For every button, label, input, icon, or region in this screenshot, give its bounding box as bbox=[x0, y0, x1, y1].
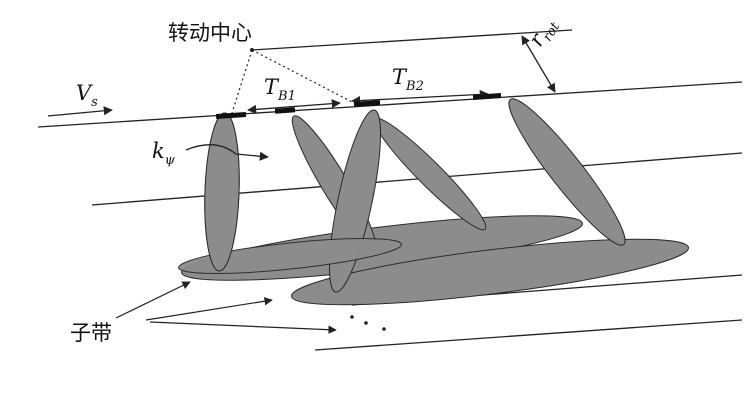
dot-1 bbox=[350, 315, 354, 319]
pointer-1 bbox=[115, 281, 191, 319]
vs-label: Vs bbox=[76, 81, 98, 110]
subband-ellipse-left bbox=[178, 238, 402, 274]
vs-arrow bbox=[47, 106, 113, 117]
track-line-bottom bbox=[314, 319, 743, 351]
pointer-2 bbox=[145, 297, 273, 321]
tb2-label: TB2 bbox=[392, 65, 424, 94]
subband-label: 子带 bbox=[70, 321, 112, 345]
pointer-3 bbox=[149, 321, 337, 334]
tag-1 bbox=[215, 111, 247, 120]
rotation-center-label: 转动中心 bbox=[168, 21, 252, 45]
r-rot-arrow bbox=[521, 35, 556, 93]
rotation-lines bbox=[231, 48, 355, 114]
subband-ellipse-front bbox=[290, 238, 690, 306]
dot-3 bbox=[382, 327, 386, 331]
tb1-label: TB1 bbox=[264, 75, 296, 104]
lobe-4 bbox=[508, 98, 626, 246]
tags bbox=[215, 93, 502, 120]
dot-2 bbox=[364, 321, 368, 325]
tag-2 bbox=[274, 107, 296, 114]
rotation-center-point bbox=[250, 48, 254, 52]
rotation-line-right bbox=[251, 49, 355, 104]
track-line-middle bbox=[91, 152, 743, 206]
track-line-top bbox=[251, 29, 573, 51]
tb2-arrow bbox=[351, 89, 489, 106]
tag-4 bbox=[472, 93, 502, 100]
track-line-upper bbox=[37, 81, 743, 128]
tag-3 bbox=[353, 100, 381, 107]
lobe-1-front bbox=[204, 112, 240, 272]
tb1-arrow bbox=[247, 99, 341, 114]
k-psi-arrow bbox=[185, 144, 269, 161]
r-rot-label: rrot bbox=[524, 12, 564, 52]
rotation-line-left bbox=[231, 49, 253, 114]
k-psi-label: kψ bbox=[152, 139, 176, 168]
subband-pointers bbox=[115, 281, 386, 334]
